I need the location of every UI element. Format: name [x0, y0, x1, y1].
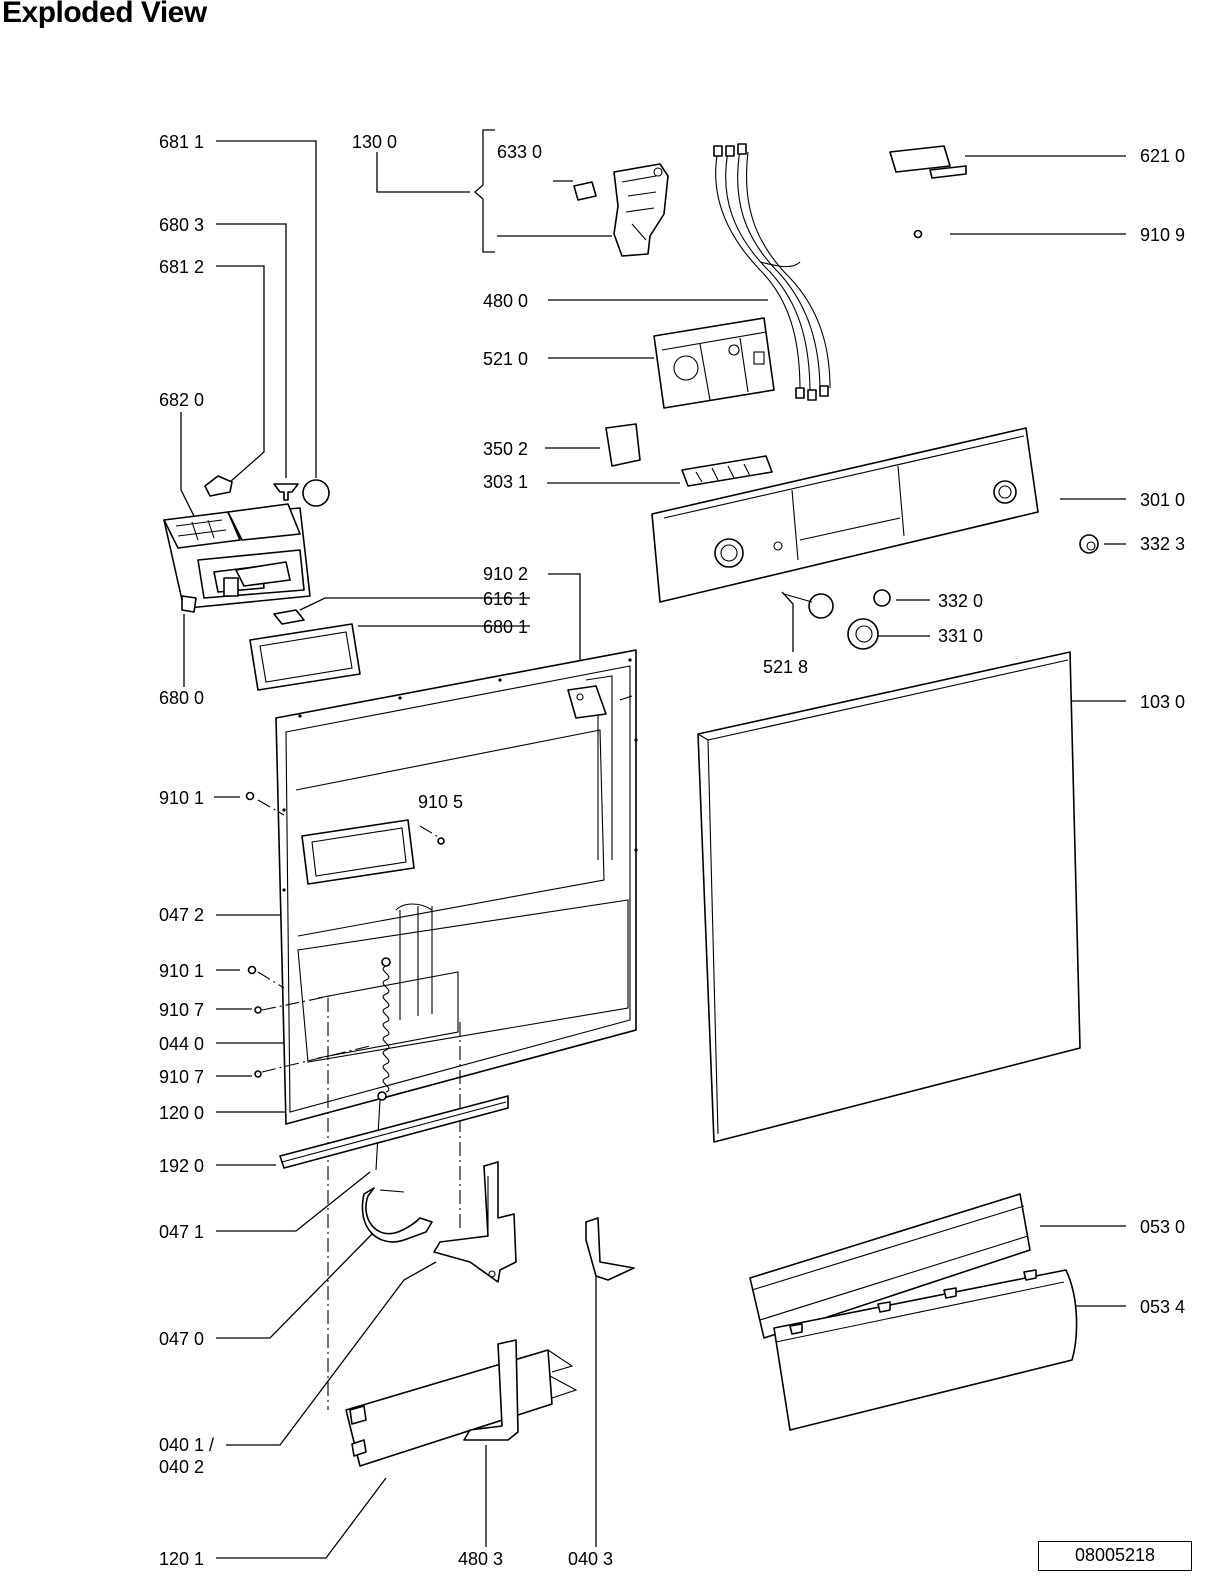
detergent-dispenser: [163, 503, 311, 613]
label-120-0: 120 0: [159, 1103, 204, 1123]
bottom-plate: [345, 1349, 578, 1467]
label-047-1: 047 1: [159, 1222, 204, 1242]
label-480-0: 480 0: [483, 291, 528, 311]
label-192-0: 192 0: [159, 1156, 204, 1176]
label-301-0: 301 0: [1140, 490, 1185, 510]
label-521-8: 521 8: [763, 657, 808, 677]
control-panel: [651, 427, 1039, 603]
label-350-2: 350 2: [483, 439, 528, 459]
outer-door-panel: [697, 651, 1081, 1143]
label-681-1: 681 1: [159, 132, 204, 152]
small-clip: [273, 483, 299, 501]
power-switch: [889, 145, 967, 179]
label-331-0: 331 0: [938, 626, 983, 646]
document-number-box: 08005218: [1038, 1541, 1192, 1571]
label-044-0: 044 0: [159, 1034, 204, 1054]
label-910-9: 910 9: [1140, 225, 1185, 245]
label-910-1-upper: 910 1: [159, 788, 204, 808]
label-053-0: 053 0: [1140, 1217, 1185, 1237]
label-040-2: 040 2: [159, 1457, 204, 1477]
label-303-1: 303 1: [483, 472, 528, 492]
control-module: [653, 317, 775, 409]
label-332-0: 332 0: [938, 591, 983, 611]
inner-door-panel: [275, 649, 638, 1125]
dispenser-gasket: [249, 623, 361, 691]
assembly-lines: [257, 695, 633, 1410]
button: [873, 589, 891, 607]
selector-spindle: [783, 593, 834, 619]
door-latch-assembly: [573, 163, 669, 257]
label-521-0: 521 0: [483, 349, 528, 369]
ring: [847, 618, 879, 650]
small-plate: [273, 609, 305, 625]
label-681-2: 681 2: [159, 257, 204, 277]
pulley-hook: [361, 1187, 433, 1243]
label-103-0: 103 0: [1140, 692, 1185, 712]
leader-lines: [180, 129, 1126, 1559]
label-120-1: 120 1: [159, 1549, 204, 1569]
support-bracket: [463, 1339, 519, 1441]
label-680-3: 680 3: [159, 215, 204, 235]
kickplate: [773, 1269, 1078, 1431]
label-040-1: 040 1 /: [159, 1435, 214, 1455]
door-rail: [279, 1095, 509, 1169]
label-910-7-upper: 910 7: [159, 1000, 204, 1020]
label-680-1: 680 1: [483, 617, 528, 637]
wiring-harness: [713, 143, 831, 401]
label-130-0: 130 0: [352, 132, 397, 152]
kickplate-bracket: [749, 1193, 1031, 1339]
dispenser-cap: [204, 475, 233, 497]
part-number-labels: 681 1 680 3 681 2 682 0 680 0 130 0 633 …: [159, 132, 1185, 1569]
label-040-3: 040 3: [568, 1549, 613, 1569]
label-047-0: 047 0: [159, 1329, 204, 1349]
screw: [913, 229, 923, 239]
hinge-bracket: [433, 1161, 517, 1283]
round-plug: [302, 479, 330, 507]
label-910-5: 910 5: [418, 792, 463, 812]
label-332-3: 332 3: [1140, 534, 1185, 554]
label-910-2: 910 2: [483, 564, 528, 584]
label-053-4: 053 4: [1140, 1297, 1185, 1317]
label-910-7-lower: 910 7: [159, 1067, 204, 1087]
knob: [1079, 534, 1099, 554]
label-480-3: 480 3: [458, 1549, 503, 1569]
label-616-1: 616 1: [483, 589, 528, 609]
label-910-1-lower: 910 1: [159, 961, 204, 981]
label-680-0: 680 0: [159, 688, 204, 708]
label-682-0: 682 0: [159, 390, 204, 410]
selector-module: [605, 423, 641, 467]
label-633-0: 633 0: [497, 142, 542, 162]
page-title: Exploded View: [2, 0, 207, 29]
door-spring: [377, 957, 391, 1101]
label-621-0: 621 0: [1140, 146, 1185, 166]
button-strip: [681, 455, 773, 487]
screws: [245, 791, 445, 1078]
label-047-2: 047 2: [159, 905, 204, 925]
corner-bracket: [585, 1217, 635, 1281]
